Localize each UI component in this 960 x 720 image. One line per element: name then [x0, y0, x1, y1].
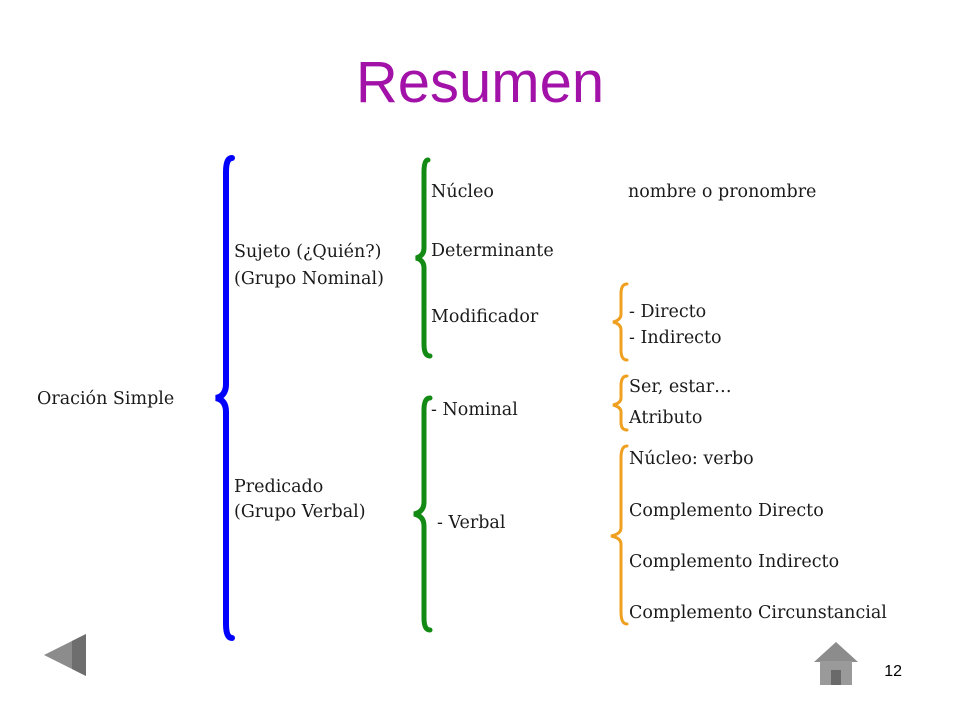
label-nombre-pronombre: nombre o pronombre — [628, 182, 817, 202]
label-atributo: Atributo — [629, 408, 703, 428]
label-complemento-directo: Complemento Directo — [629, 501, 824, 521]
label-sujeto: Sujeto (¿Quién?) — [234, 242, 382, 262]
label-verbal: - Verbal — [437, 513, 506, 533]
back-button[interactable] — [42, 632, 88, 678]
label-nucleo-verbo: Núcleo: verbo — [629, 449, 754, 469]
brace-sujeto — [415, 157, 433, 359]
label-indirecto: - Indirecto — [629, 328, 722, 348]
home-button[interactable] — [812, 640, 860, 686]
brace-nominal — [612, 374, 629, 432]
label-grupo-nominal: (Grupo Nominal) — [234, 269, 384, 289]
label-nominal: - Nominal — [431, 400, 518, 420]
label-complemento-circunstancial: Complemento Circunstancial — [629, 603, 887, 623]
back-arrow-icon — [44, 634, 86, 676]
label-grupo-verbal: (Grupo Verbal) — [234, 502, 366, 522]
page-number: 12 — [884, 663, 902, 680]
brace-verbal — [610, 444, 629, 626]
slide-title: Resumen — [355, 50, 605, 115]
label-oracion-simple: Oración Simple — [37, 389, 175, 409]
brace-modificador — [612, 282, 629, 362]
brace-predicado — [413, 395, 433, 633]
label-predicado: Predicado — [234, 477, 324, 497]
label-directo: - Directo — [629, 302, 707, 322]
label-complemento-indirecto: Complemento Indirecto — [629, 552, 840, 572]
label-ser-estar: Ser, estar… — [629, 377, 732, 397]
label-modificador: Modificador — [431, 307, 539, 327]
label-determinante: Determinante — [431, 241, 554, 261]
brace-oracion — [215, 155, 235, 641]
home-icon — [814, 642, 858, 685]
label-nucleo: Núcleo — [431, 182, 494, 202]
